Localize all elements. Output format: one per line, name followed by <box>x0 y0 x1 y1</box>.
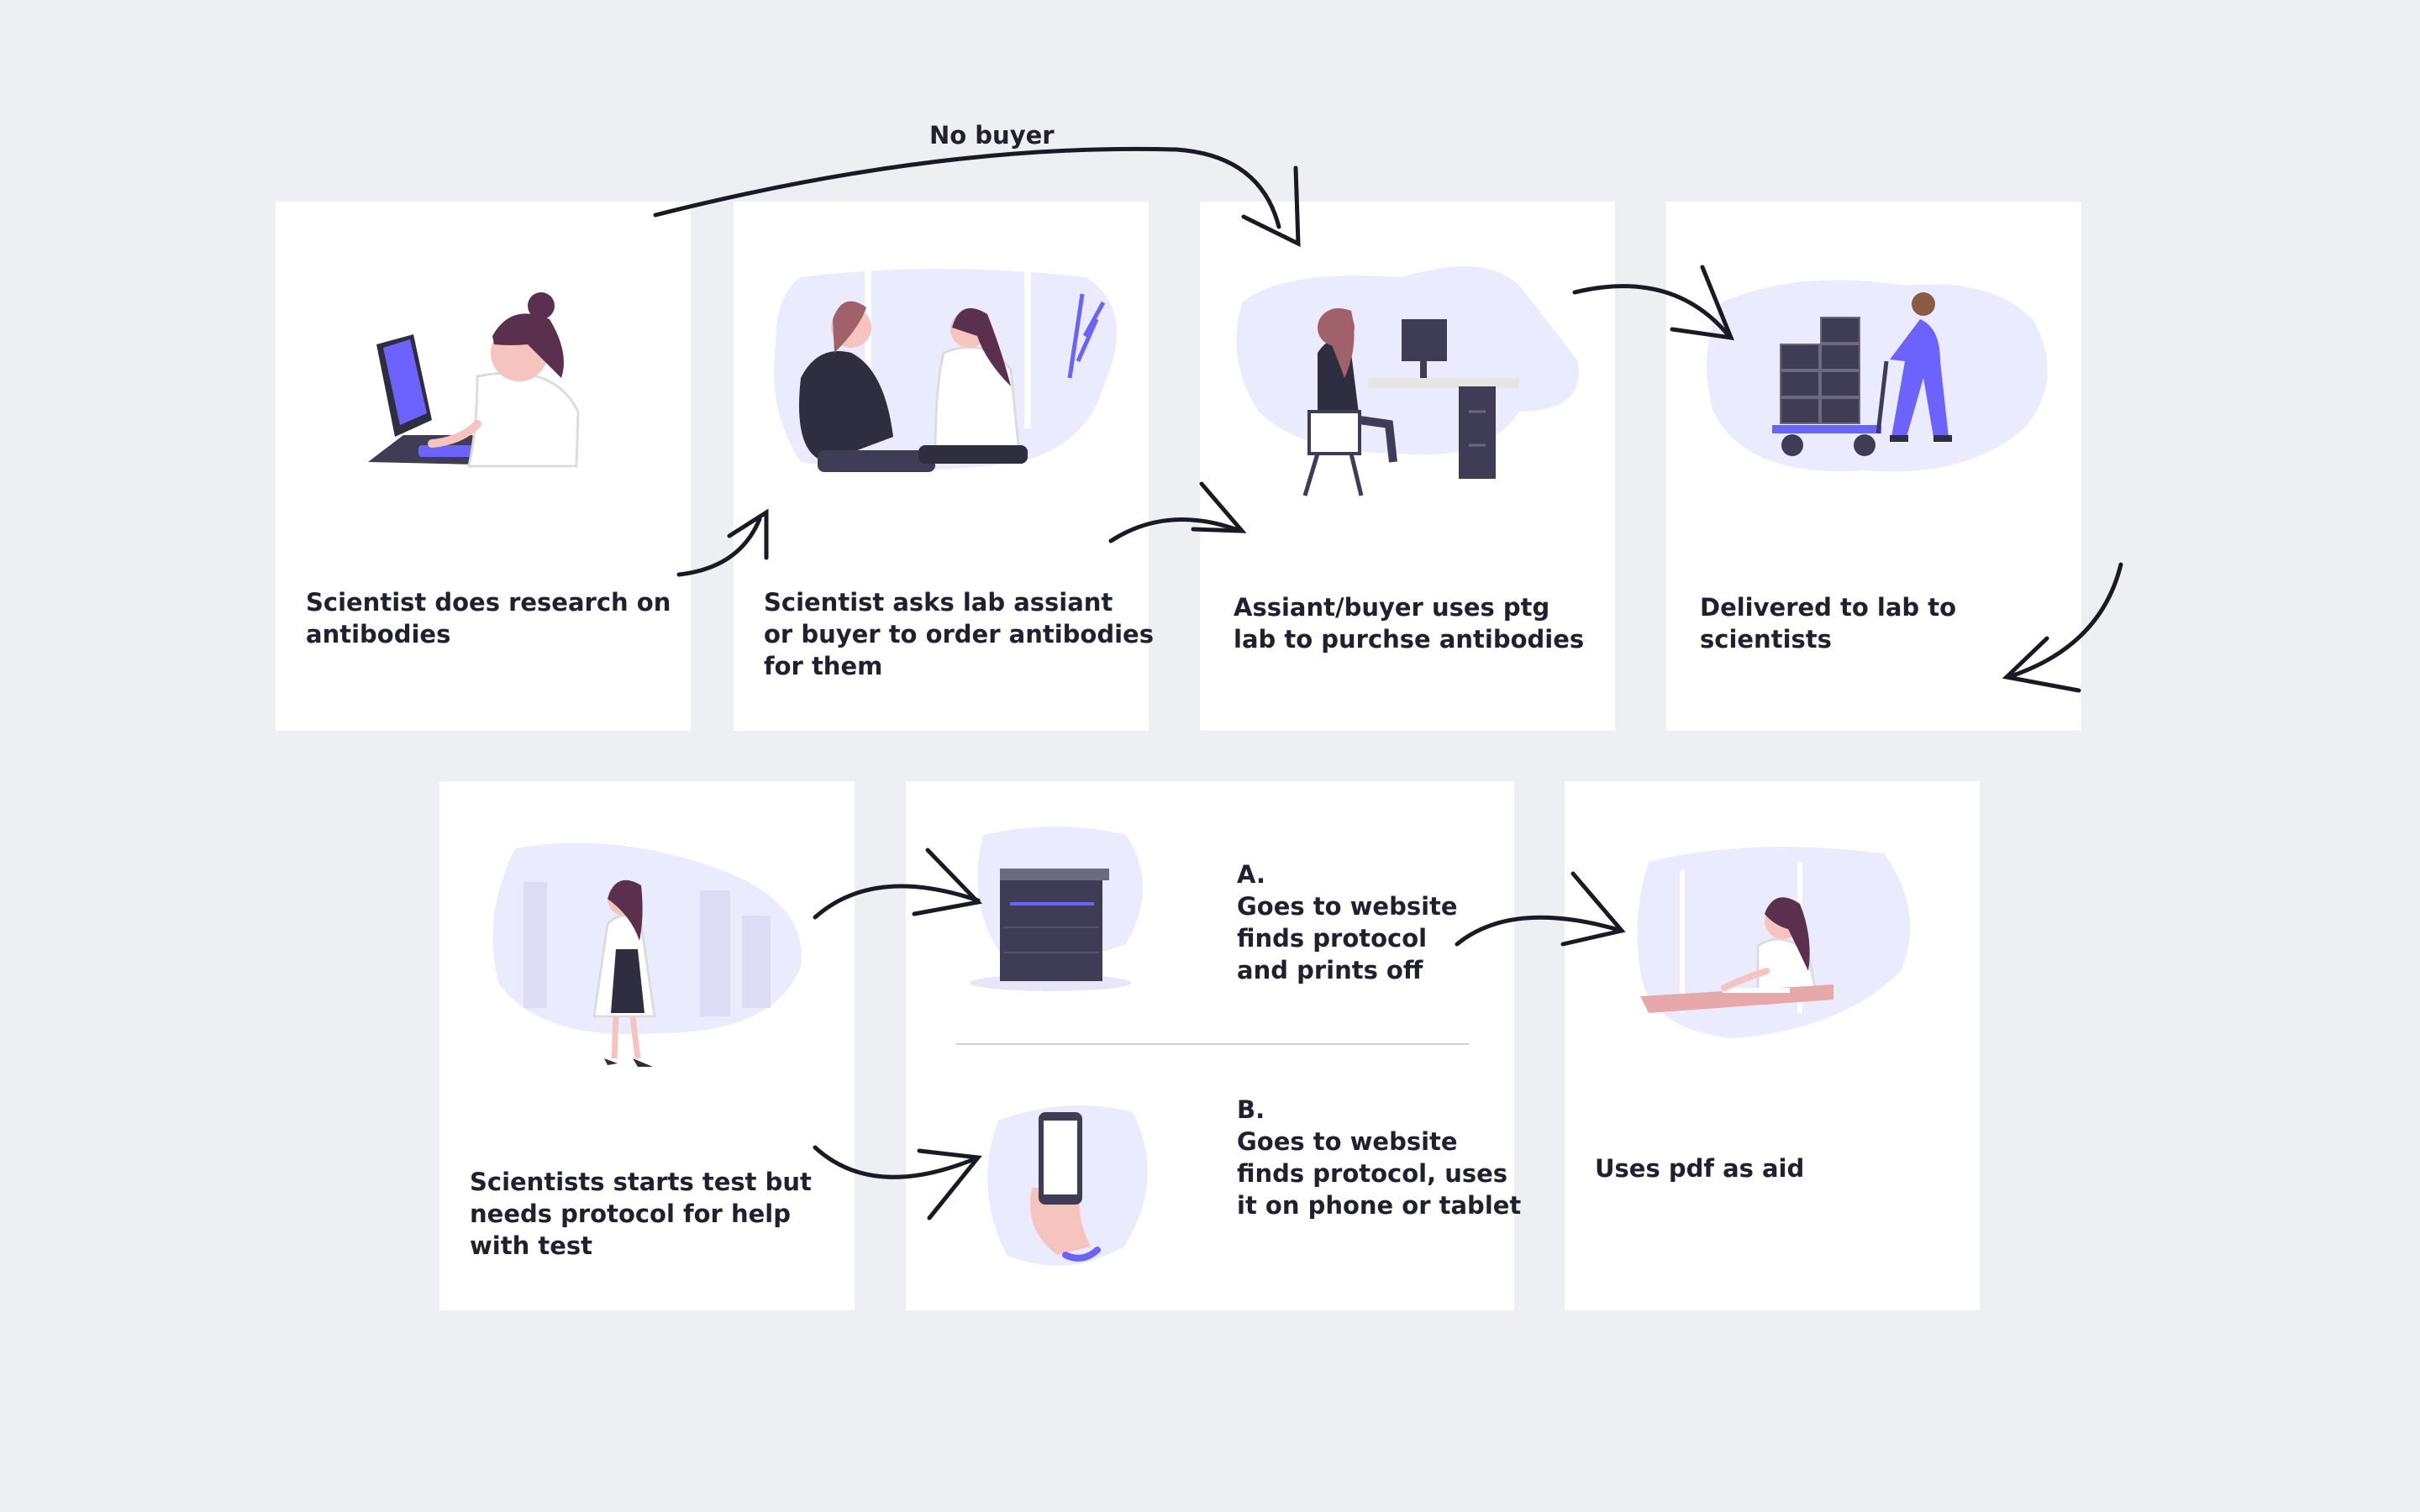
woman-at-computer-icon <box>368 292 580 468</box>
woman-at-desk-icon <box>1236 266 1580 496</box>
hand-holding-phone-icon <box>987 1105 1148 1266</box>
woman-writing-icon <box>1637 847 1911 1038</box>
woman-in-lab-coat-icon <box>492 843 802 1067</box>
arrow-to-option-a <box>813 884 981 920</box>
no-buyer-label: No buyer <box>929 121 1055 150</box>
arrow-step2-step3 <box>1108 517 1243 543</box>
printer-icon <box>970 827 1143 991</box>
arrow-step4-step5 <box>2006 562 2123 680</box>
step-card-use-pdf: Uses pdf as aid <box>1565 781 1980 1310</box>
options-divider <box>956 1043 1469 1045</box>
arrow-step1-step2 <box>676 517 762 577</box>
arrow-no-buyer <box>653 146 1281 229</box>
step-caption: Uses pdf as aid <box>1595 1154 1805 1183</box>
man-pushing-cart-icon <box>1707 280 2048 472</box>
arrow-to-use-pdf <box>1455 915 1624 947</box>
arrow-step3-step4 <box>1572 284 1730 337</box>
two-women-talking-icon <box>774 269 1117 472</box>
arrow-to-option-b <box>813 1145 981 1179</box>
